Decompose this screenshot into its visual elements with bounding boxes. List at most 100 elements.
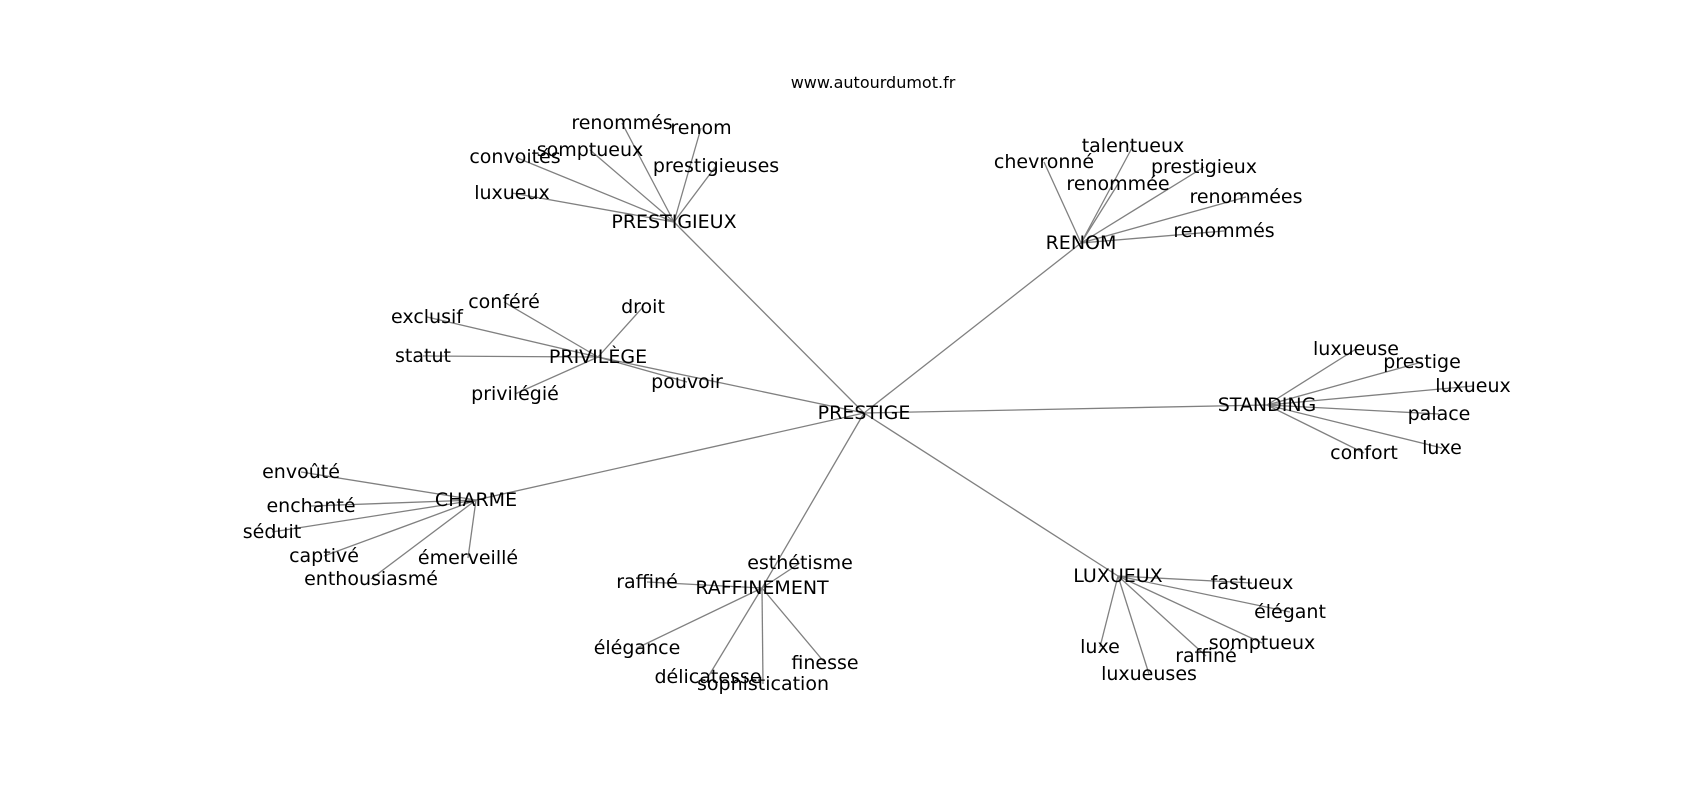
- word-node: exclusif: [391, 306, 464, 328]
- word-node: renom: [670, 117, 731, 139]
- edge-prestigieux-word: [511, 192, 675, 223]
- word-node: conféré: [468, 291, 540, 313]
- word-node: élégance: [594, 637, 681, 659]
- edge-charme-word: [300, 471, 477, 501]
- edge-charme-word: [271, 499, 477, 533]
- edge-luxueux-word: [1117, 575, 1263, 644]
- edge-raffinement-word: [646, 581, 763, 589]
- edge-standing-word: [1266, 404, 1440, 415]
- word-node: esthétisme: [747, 552, 853, 574]
- word-node: privilégié: [471, 383, 559, 405]
- word-node: convoités: [469, 146, 560, 168]
- edge-center-renom: [863, 242, 1082, 414]
- word-node: somptueux: [537, 139, 644, 161]
- edge-charme-word: [310, 499, 477, 507]
- word-node: luxe: [1080, 636, 1120, 658]
- edge-luxueux-word: [1099, 575, 1119, 648]
- edge-standing-word: [1266, 404, 1443, 449]
- edge-luxueux-word: [1117, 575, 1207, 657]
- word-node: renommées: [1189, 186, 1302, 208]
- edges-layer: [271, 122, 1474, 685]
- edge-charme-word: [370, 499, 477, 580]
- word-node: renommée: [1066, 173, 1169, 195]
- word-node: sophistication: [697, 673, 829, 695]
- word-node: captivé: [289, 545, 359, 567]
- word-node: finesse: [791, 652, 858, 674]
- edge-standing-word: [1266, 348, 1357, 406]
- edge-renom-word: [1080, 196, 1247, 244]
- edge-renom-word: [1080, 145, 1134, 244]
- word-node: droit: [621, 296, 665, 318]
- word-node: prestige: [1383, 351, 1461, 373]
- edge-center-prestigieux: [673, 221, 865, 414]
- word-node: talentueux: [1082, 135, 1185, 157]
- hub-node-charme: CHARME: [435, 489, 517, 511]
- edge-luxueux-word: [1117, 575, 1291, 613]
- edge-charme-word: [467, 499, 477, 559]
- word-node: chevronné: [994, 151, 1094, 173]
- edge-center-standing: [863, 404, 1268, 414]
- edge-renom-word: [1080, 166, 1205, 244]
- edge-prestigieux-word: [673, 127, 702, 223]
- edge-raffinement-word: [636, 587, 763, 649]
- word-node: raffiné: [616, 571, 678, 593]
- edge-renom-word: [1043, 161, 1082, 244]
- edge-raffinement-word: [707, 587, 763, 678]
- edge-center-luxueux: [863, 412, 1119, 577]
- edge-standing-word: [1266, 404, 1365, 454]
- labels-layer: PRESTIGEPRESTIGIEUXrenommésrenomsomptueu…: [243, 112, 1511, 695]
- edge-prestigieux-word: [673, 165, 717, 223]
- edge-standing-word: [1266, 385, 1474, 406]
- word-node: élégant: [1254, 601, 1326, 623]
- word-node: confort: [1330, 442, 1398, 464]
- edge-privilege-word: [422, 355, 599, 358]
- word-node: délicatesse: [654, 666, 761, 688]
- word-node: somptueux: [1209, 632, 1316, 654]
- edge-privilege-word: [426, 316, 599, 358]
- edge-center-raffinement: [761, 412, 865, 589]
- edge-raffinement-word: [761, 587, 764, 685]
- hub-node-standing: STANDING: [1218, 394, 1317, 416]
- edge-raffinement-word: [761, 587, 826, 664]
- center-node-label: PRESTIGE: [818, 402, 911, 424]
- edge-privilege-word: [597, 306, 644, 358]
- word-node: renommés: [571, 112, 672, 134]
- word-node: raffiné: [1175, 645, 1237, 667]
- edge-center-privilege: [597, 356, 865, 414]
- word-node: renommés: [1173, 220, 1274, 242]
- edge-privilege-word: [597, 356, 688, 383]
- word-node: luxueuse: [1313, 338, 1399, 360]
- word-node: pouvoir: [651, 371, 723, 393]
- word-node: enchanté: [266, 495, 355, 517]
- hub-node-raffinement: RAFFINEMENT: [695, 577, 829, 599]
- edge-renom-word: [1080, 230, 1225, 244]
- word-node: luxueux: [474, 182, 550, 204]
- word-node: enthousiasmé: [304, 568, 438, 590]
- hub-node-renom: RENOM: [1046, 232, 1117, 254]
- edge-raffinement-word: [761, 562, 801, 589]
- hub-node-prestigieux: PRESTIGIEUX: [611, 211, 736, 233]
- word-node: luxueux: [1435, 375, 1511, 397]
- hub-node-luxueux: LUXUEUX: [1073, 565, 1162, 587]
- word-node: palace: [1408, 403, 1471, 425]
- edge-luxueux-word: [1117, 575, 1253, 584]
- edge-prestigieux-word: [514, 156, 675, 223]
- edge-luxueux-word: [1117, 575, 1150, 675]
- hub-node-privilege: PRIVILÈGE: [549, 345, 647, 368]
- word-node: luxe: [1422, 437, 1462, 459]
- edge-center-charme: [475, 412, 865, 501]
- word-node: séduit: [243, 521, 301, 543]
- edge-renom-word: [1080, 183, 1119, 244]
- site-watermark: www.autourdumot.fr: [791, 73, 956, 92]
- edge-prestigieux-word: [621, 122, 675, 223]
- edge-privilege-word: [514, 356, 599, 395]
- word-node: fastueux: [1211, 572, 1294, 594]
- word-node: statut: [395, 345, 451, 367]
- edge-prestigieux-word: [589, 149, 675, 223]
- edge-privilege-word: [503, 301, 599, 358]
- word-node: envoûté: [262, 461, 340, 483]
- word-node: prestigieux: [1151, 156, 1257, 178]
- word-node: prestigieuses: [653, 155, 779, 177]
- word-node: luxueuses: [1101, 663, 1197, 685]
